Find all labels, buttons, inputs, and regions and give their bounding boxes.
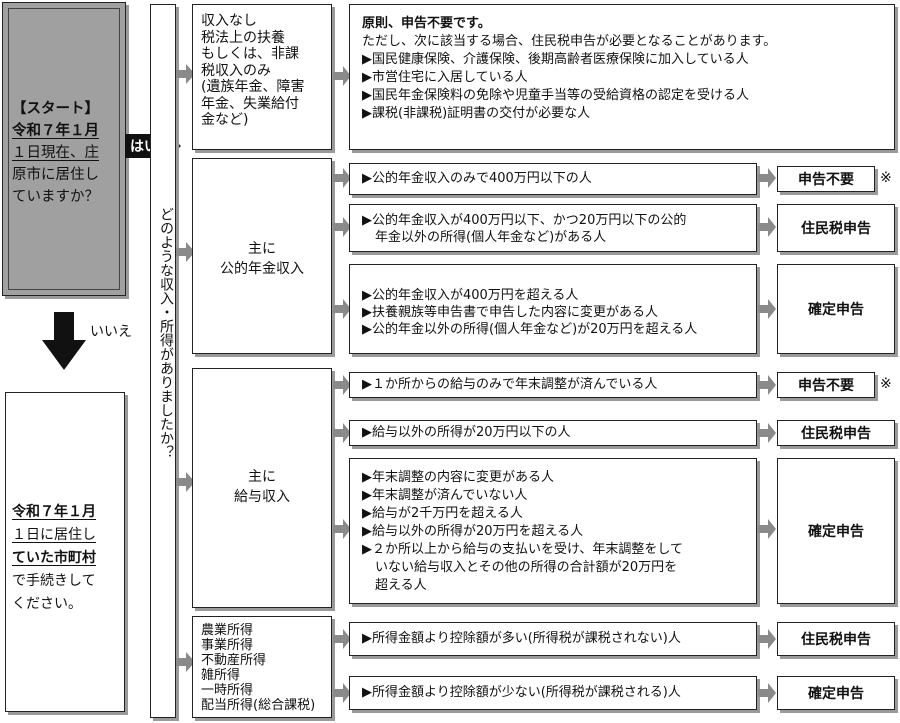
no-result-line: 令和７年１月 xyxy=(12,504,96,520)
result-label: 確定申告 xyxy=(808,524,864,540)
condition-box: ▶給与以外の所得が20万円以下の人 xyxy=(349,420,757,446)
category-other-line: 配当所得(総合課税) xyxy=(201,698,316,713)
category-other-line: 不動産所得 xyxy=(201,653,267,668)
question-box: どのような収入・所得がありましたか？ xyxy=(150,4,176,718)
category-none-line: 金など) xyxy=(201,112,249,128)
category-none-line: 年金、失業給付 xyxy=(201,95,299,112)
category-none-line: (遺族年金、障害 xyxy=(201,79,305,95)
category-none-line: 税法上の扶養 xyxy=(201,29,285,46)
start-line: １日現在、庄 xyxy=(12,145,99,161)
no-result-line: で手続きして xyxy=(12,573,96,589)
category-other-line: 農業所得 xyxy=(201,623,254,638)
condition-line: ▶年末調整の内容に変更がある人 xyxy=(362,470,554,485)
condition-line: ▶給与が2千万円を超える人 xyxy=(362,506,523,521)
note-mark: ※ xyxy=(880,376,892,392)
condition-line: 年金以外の所得(個人年金など)がある人 xyxy=(362,230,607,245)
none-detail-title: 原則、申告不要です。 xyxy=(362,16,491,31)
detail-arrows xyxy=(333,66,351,703)
condition-box: ▶公的年金収入が400万円を超える人 ▶扶養親族等申告書で申告した内容に変更があ… xyxy=(349,264,757,354)
result-box: 確定申告 xyxy=(777,458,895,604)
condition-box: ▶１か所からの給与のみで年末調整が済んでいる人 xyxy=(349,372,757,398)
start-label: 【スタート】 xyxy=(12,101,99,117)
condition-line: 超える人 xyxy=(362,578,427,593)
condition-line: ▶公的年金収入のみで400万円以下の人 xyxy=(362,171,592,186)
category-none-line: 収入なし xyxy=(201,13,257,29)
no-result-line: １日に居住し xyxy=(12,527,96,543)
start-line: 令和７年１月 xyxy=(12,123,99,139)
start-inner xyxy=(8,8,120,290)
condition-line: ▶給与以外の所得が20万円以下の人 xyxy=(362,425,571,440)
none-detail-line: ▶国民年金保険料の免除や児童手当等の受給資格の認定を受ける人 xyxy=(362,88,749,103)
none-detail-line: ▶課税(非課税)証明書の交付が必要な人 xyxy=(362,106,591,121)
condition-line: ▶扶養親族等申告書で申告した内容に変更がある人 xyxy=(362,305,658,320)
no-result-box: 令和７年１月 １日に居住し ていた市町村 で手続きして ください。 xyxy=(5,392,125,712)
category-pension-line: 主に xyxy=(248,241,276,257)
result-label: 確定申告 xyxy=(808,686,864,702)
condition-box: ▶所得金額より控除額が少ない(所得税が課税される)人 xyxy=(349,676,757,710)
result-label: 住民税申告 xyxy=(801,426,871,442)
condition-line: ▶１か所からの給与のみで年末調整が済んでいる人 xyxy=(362,377,658,392)
no-label: いいえ xyxy=(90,324,132,340)
condition-line: ▶２か所以上から給与の支払いを受け、年末調整をして xyxy=(362,542,683,557)
category-other-box: 農業所得 事業所得 不動産所得 雑所得 一時所得 配当所得(総合課税) xyxy=(192,616,332,718)
category-salary-line: 主に xyxy=(248,469,276,485)
category-other-line: 事業所得 xyxy=(201,638,254,653)
start-line: ていますか？ xyxy=(12,189,99,205)
none-detail-box: 原則、申告不要です。 ただし、次に該当する場合、住民税申告が必要となることがあり… xyxy=(349,4,895,150)
condition-line: ▶所得金額より控除額が多い(所得税が課税されない)人 xyxy=(362,631,681,646)
result-label: 確定申告 xyxy=(808,302,864,318)
result-box: 申告不要 xyxy=(777,166,875,192)
condition-line: ▶公的年金収入が400万円以下、かつ20万円以下の公的 xyxy=(362,213,687,228)
start-line: 原市に居住し xyxy=(12,167,99,183)
none-detail-line: ただし、次に該当する場合、住民税申告が必要となることがあります。 xyxy=(362,34,777,49)
result-box: 申告不要 xyxy=(777,372,875,398)
category-other-line: 一時所得 xyxy=(201,683,254,698)
category-none-line: もしくは、非課 xyxy=(201,46,299,62)
condition-box: ▶公的年金収入が400万円以下、かつ20万円以下の公的 年金以外の所得(個人年金… xyxy=(349,204,757,252)
condition-line: ▶公的年金収入が400万円を超える人 xyxy=(362,288,579,303)
question-text: どのような収入・所得がありましたか？ xyxy=(158,207,174,459)
result-box: 確定申告 xyxy=(777,676,895,710)
result-label: 申告不要 xyxy=(798,172,854,188)
category-pension-box: 主に 公的年金収入 xyxy=(192,158,332,354)
start-box: 【スタート】 令和７年１月 １日現在、庄 原市に居住し ていますか？ xyxy=(2,2,126,296)
result-box: 住民税申告 xyxy=(777,622,895,656)
no-result-line: ください。 xyxy=(12,596,82,612)
condition-box: ▶所得金額より控除額が多い(所得税が課税されない)人 xyxy=(349,622,757,656)
result-arrows xyxy=(758,168,776,703)
result-box: 住民税申告 xyxy=(777,420,895,446)
condition-line: ▶年末調整が済んでいない人 xyxy=(362,488,528,503)
result-label: 住民税申告 xyxy=(801,221,871,237)
category-none-box: 収入なし 税法上の扶養 もしくは、非課 税収入のみ (遺族年金、障害 年金、失業… xyxy=(192,4,332,150)
no-arrow xyxy=(42,312,86,370)
category-none-line: 税収入のみ xyxy=(201,62,271,79)
condition-line: いない給与収入とその他の所得の合計額が20万円を xyxy=(362,560,678,575)
no-result-line: ていた市町村 xyxy=(12,550,96,566)
condition-box: ▶年末調整の内容に変更がある人 ▶年末調整が済んでいない人 ▶給与が2千万円を超… xyxy=(349,458,757,604)
result-label: 住民税申告 xyxy=(801,632,871,648)
result-box: 確定申告 xyxy=(777,264,895,354)
category-pension-line: 公的年金収入 xyxy=(220,261,304,277)
none-detail-line: ▶市営住宅に入居している人 xyxy=(362,70,528,85)
category-salary-line: 給与収入 xyxy=(234,489,290,505)
condition-box: ▶公的年金収入のみで400万円以下の人 xyxy=(349,163,757,195)
category-other-line: 雑所得 xyxy=(201,668,241,683)
result-box: 住民税申告 xyxy=(777,204,895,252)
condition-line: ▶給与以外の所得が20万円を超える人 xyxy=(362,524,584,539)
condition-line: ▶所得金額より控除額が少ない(所得税が課税される)人 xyxy=(362,685,681,700)
start-text: 【スタート】 令和７年１月 １日現在、庄 原市に居住し ていますか？ xyxy=(12,98,99,208)
condition-line: ▶公的年金以外の所得(個人年金など)が20万円を超える人 xyxy=(362,322,698,337)
category-salary-box: 主に 給与収入 xyxy=(192,368,332,608)
note-mark: ※ xyxy=(880,170,892,186)
category-arrows xyxy=(176,64,195,672)
none-detail-line: ▶国民健康保険、介護保険、後期高齢者医療保険に加入している人 xyxy=(362,52,749,67)
result-label: 申告不要 xyxy=(798,378,854,394)
